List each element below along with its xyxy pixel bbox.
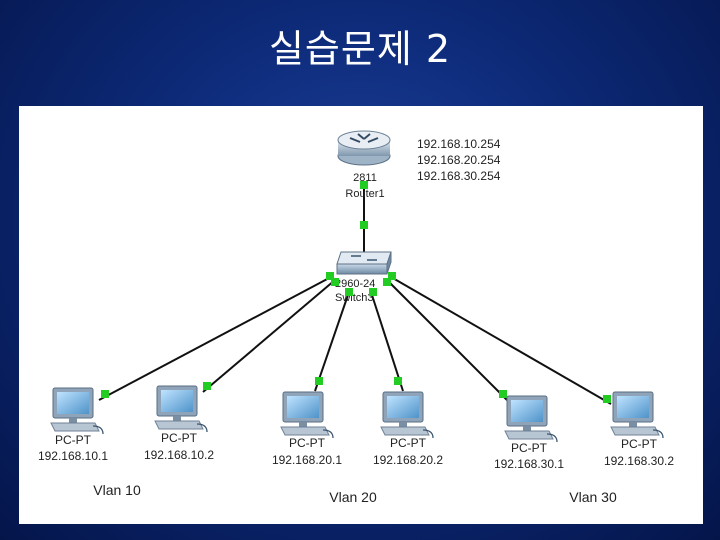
port-indicator [603,395,611,403]
router-ip-label: 192.168.10.254 [417,137,501,151]
pc-type-label: PC-PT [289,436,326,450]
pc-type-label: PC-PT [621,437,658,451]
link-pc5 [386,279,508,401]
port-indicator [394,377,402,385]
link-pc2 [202,279,336,393]
pc-type-label: PC-PT [55,433,92,447]
link-pc3 [314,291,350,392]
vlan-label: Vlan 30 [569,489,617,505]
port-indicator [499,390,507,398]
pc-icon[interactable] [610,391,664,439]
port-indicator [331,278,339,286]
port-indicator [315,377,323,385]
vlan-label: Vlan 20 [329,489,377,505]
pc-icon[interactable] [50,387,104,435]
pc-type-label: PC-PT [390,436,427,450]
pc-icon[interactable] [280,391,334,439]
topology-diagram: 2811 Router1 192.168.10.254 192.168.20.2… [38,130,674,505]
link-pc1 [98,276,332,401]
switch-model-label: 2960-24 [335,278,375,290]
pc-icon[interactable] [154,385,208,433]
port-indicator [369,288,377,296]
pc-icon[interactable] [380,391,434,439]
port-indicator [326,272,334,280]
router-name-label: Router1 [345,188,384,200]
port-indicator [101,390,109,398]
vlan-label: Vlan 10 [93,482,141,498]
port-indicator [360,221,368,229]
port-indicator [383,278,391,286]
slide-title: 실습문제 2 [268,27,452,71]
router-ip-label: 192.168.20.254 [417,153,501,167]
pc-ip-label: 192.168.30.2 [604,454,674,468]
link-pc4 [370,291,404,392]
pc-ip-label: 192.168.20.2 [373,453,443,467]
port-indicator [388,272,396,280]
pc-ip-label: 192.168.10.1 [38,449,108,463]
port-indicator [203,382,211,390]
pc-type-label: PC-PT [161,431,198,445]
switch-name-label: Switch3 [335,292,374,304]
router-icon[interactable] [337,130,391,166]
router-model-label: 2811 [353,172,377,184]
link-pc6 [390,276,612,405]
topology-canvas: 2811 Router1 192.168.10.254 192.168.20.2… [19,106,703,524]
pc-ip-label: 192.168.20.1 [272,453,342,467]
pc-type-label: PC-PT [511,441,548,455]
pc-ip-label: 192.168.30.1 [494,457,564,471]
pc-icon[interactable] [504,395,558,443]
port-indicators [101,181,611,403]
port-indicator [345,288,353,296]
port-indicator [360,181,368,189]
router-ip-label: 192.168.30.254 [417,169,501,183]
pc-ip-label: 192.168.10.2 [144,448,214,462]
switch-icon[interactable] [336,251,392,275]
